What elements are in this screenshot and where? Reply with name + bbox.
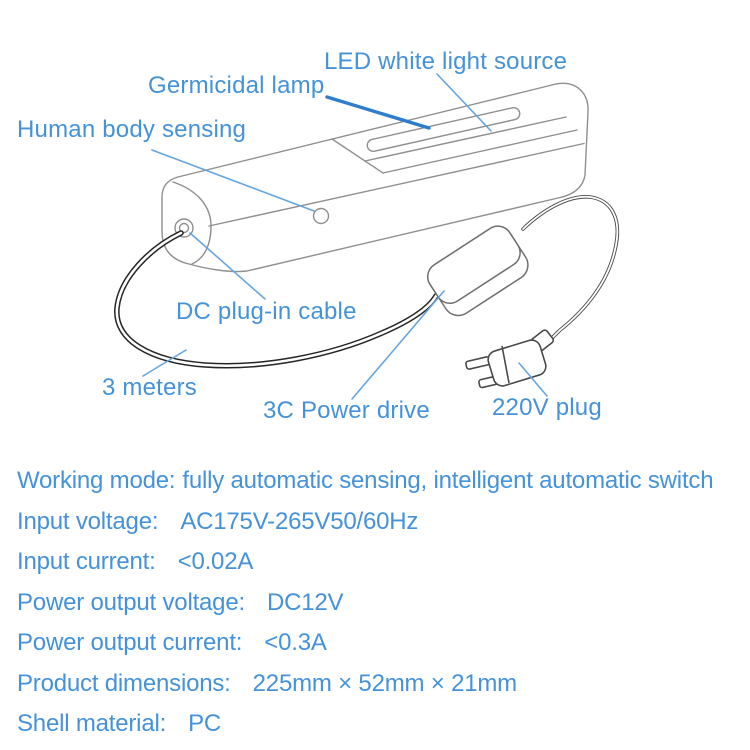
spec-label: Input voltage: [17,507,159,535]
label-human-body-sensing: Human body sensing [17,116,247,143]
lamp-recess-inner-edge [364,116,567,162]
plug-face-crease [501,345,510,384]
diagram-artwork [114,73,620,400]
spec-label: Shell material: [17,710,167,738]
ac-cable-outline [521,195,620,341]
device-body-outline [161,82,589,273]
leader-human-body-sensing [151,149,315,212]
spec-value: <0.3A [264,629,327,657]
device-top-front-crease [208,142,585,227]
spec-row-output-voltage: Power output voltage: DC12V [17,583,750,624]
motion-sensor-dome [312,207,330,225]
label-led-white-light-source: LED white light source [324,48,568,75]
spec-label: Input current: [17,548,156,576]
plug-prong-upper [465,356,491,370]
device-end-cap-crease [172,181,212,265]
product-diagram: LED white light source Germicidal lamp H… [17,48,620,424]
dc-jack-inner-ring [178,222,190,234]
dc-cable-core [115,231,438,367]
leader-3c-power-drive [351,290,445,400]
spec-value: fully automatic sensing, intelligent aut… [182,467,714,495]
spec-label: Power output current: [17,629,243,657]
spec-value: <0.02A [177,548,254,576]
leader-dc-plug-in-cable [189,232,266,300]
label-cable-length: 3 meters [102,374,197,401]
label-power-drive: 3C Power drive [263,397,430,424]
spec-label: Power output voltage: [17,588,245,616]
label-dc-plug-in-cable: DC plug-in cable [176,298,357,325]
leader-3-meters [142,349,187,377]
lamp-recess-front-edge [382,129,578,174]
spec-row-output-current: Power output current: <0.3A [17,623,750,664]
leader-germicidal-lamp [325,95,431,130]
spec-row-input-current: Input current: <0.02A [17,542,750,583]
ac-cable-core [522,195,619,340]
label-mains-plug: 220V plug [492,394,602,421]
spec-value: PC [188,710,222,738]
spec-label: Working mode: [17,467,176,495]
leader-led-white-light-source [436,73,492,132]
lamp-recess-separator [331,138,384,174]
leader-220v-plug [518,362,548,397]
spec-value: 225mm × 52mm × 21mm [252,669,517,697]
spec-label: Product dimensions: [17,669,231,697]
plug-body [487,339,547,387]
label-germicidal-lamp: Germicidal lamp [148,72,325,99]
spec-value: AC175V-265V50/60Hz [180,507,419,535]
spec-value: DC12V [266,588,344,616]
spec-row-working-mode: Working mode: fully automatic sensing, i… [17,461,750,502]
spec-row-dimensions: Product dimensions: 225mm × 52mm × 21mm [17,664,750,705]
spec-list: Working mode: fully automatic sensing, i… [17,461,750,745]
uv-lamp-tube-slot [366,106,521,153]
spec-row-shell-material: Shell material: PC [17,704,750,745]
spec-row-input-voltage: Input voltage: AC175V-265V50/60Hz [17,502,750,543]
power-adapter-top-face [426,225,521,304]
